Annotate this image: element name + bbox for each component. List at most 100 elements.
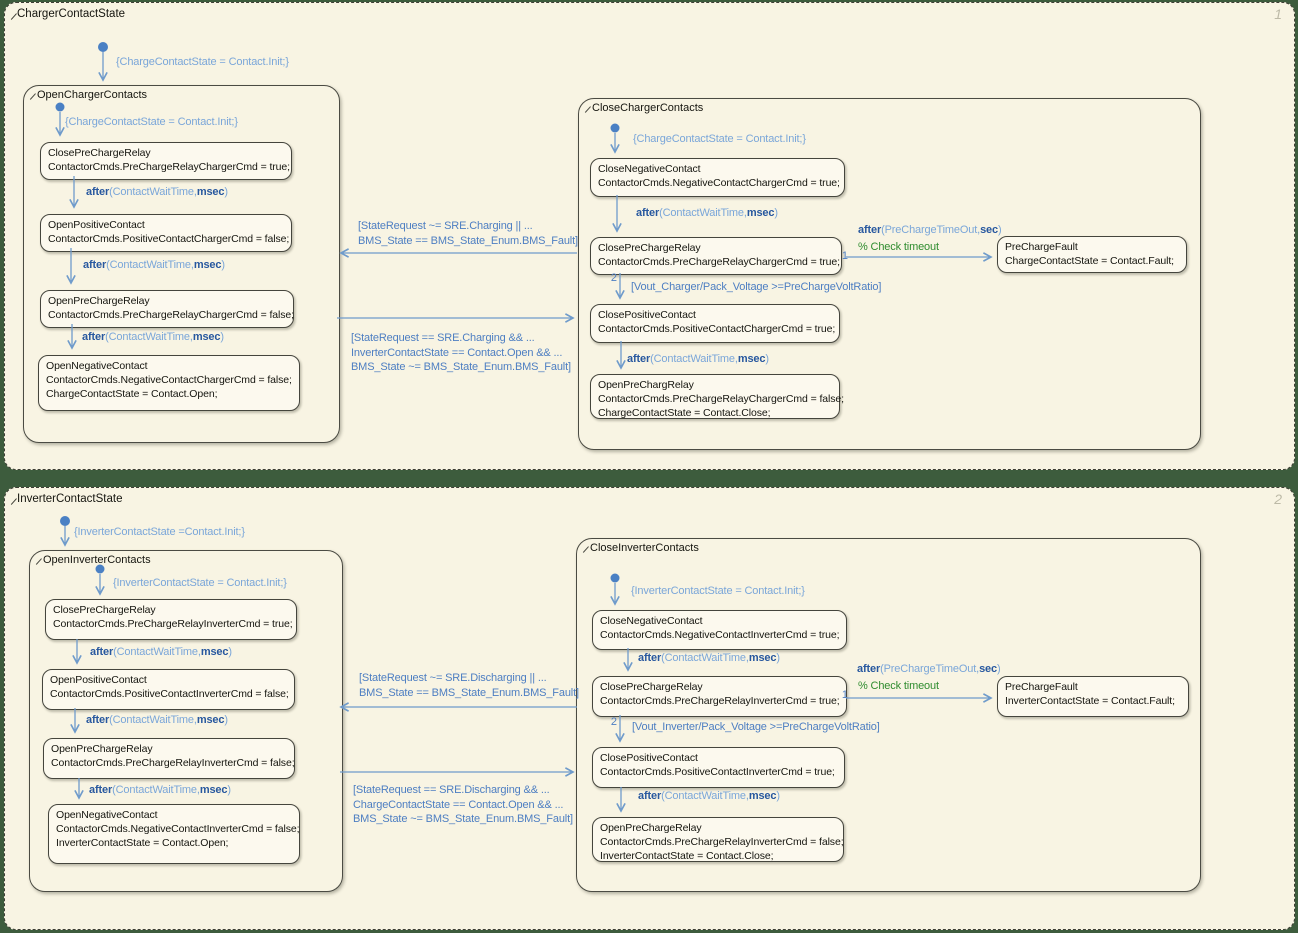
state-close-inverter-contacts[interactable]: CloseInverterContacts CloseNegativeConta… xyxy=(576,538,1201,892)
state-open-negative-contact[interactable]: OpenNegativeContact ContactorCmds.Negati… xyxy=(38,355,300,411)
after-keyword: after xyxy=(86,186,110,198)
state-name: CloseNegativeContact xyxy=(598,163,701,175)
state-open-positive-contact[interactable]: OpenPositiveContact ContactorCmds.Positi… xyxy=(42,669,295,710)
state-code: ContactorCmds.PreChargeRelayInverterCmd … xyxy=(53,618,293,630)
state-close-charger-contacts[interactable]: CloseChargerContacts CloseNegativeContac… xyxy=(578,98,1201,450)
after-timeout-label[interactable]: after(PreChargeTimeOut,sec) xyxy=(857,663,1001,675)
state-open-positive-contact[interactable]: OpenPositiveContact ContactorCmds.Positi… xyxy=(40,214,292,252)
state-name: PreChargeFault xyxy=(1005,241,1078,253)
branch-number-2: 2 xyxy=(610,272,617,284)
inverter-order-badge: 2 xyxy=(1274,491,1282,507)
check-timeout-comment: % Check timeout xyxy=(858,680,939,692)
after-keyword: after xyxy=(636,207,660,219)
state-code: ContactorCmds.NegativeContactChargerCmd … xyxy=(598,177,840,189)
after-wait-label[interactable]: after(ContactWaitTime,msec) xyxy=(636,207,778,219)
after-wait-label[interactable]: after(ContactWaitTime,msec) xyxy=(627,353,769,365)
parallel-state-charger[interactable]: ChargerContactState 1 {ChargeContactStat… xyxy=(4,2,1295,470)
close-charger-init-action-label[interactable]: {ChargeContactState = Contact.Init;} xyxy=(633,133,806,145)
state-open-precharg-relay[interactable]: OpenPreChargRelay ContactorCmds.PreCharg… xyxy=(590,374,844,419)
charger-to-close-condition[interactable]: [StateRequest == SRE.Charging && ... Inv… xyxy=(351,332,571,373)
state-close-precharge-relay[interactable]: ClosePreChargeRelay ContactorCmds.PreCha… xyxy=(45,599,297,640)
state-open-negative-contact[interactable]: OpenNegativeContact ContactorCmds.Negati… xyxy=(48,804,300,864)
branch-number-2: 2 xyxy=(610,716,617,728)
state-precharge-fault[interactable]: PreChargeFault InverterContactState = Co… xyxy=(997,676,1189,717)
state-code: ContactorCmds.PositiveContactChargerCmd … xyxy=(598,323,836,335)
after-wait-label[interactable]: after(ContactWaitTime,msec) xyxy=(89,784,231,796)
state-open-charger-contacts[interactable]: OpenChargerContacts ClosePreChargeRelay … xyxy=(23,85,340,443)
open-charger-init-action-label[interactable]: {ChargeContactState = Contact.Init;} xyxy=(65,116,238,128)
state-name: OpenPositiveContact xyxy=(50,674,147,686)
state-code: ContactorCmds.PreChargeRelayChargerCmd =… xyxy=(48,309,294,321)
state-name: ClosePositiveContact xyxy=(598,309,696,321)
open-inverter-contacts-title: OpenInverterContacts xyxy=(43,554,151,566)
after-wait-label[interactable]: after(ContactWaitTime,msec) xyxy=(82,331,224,343)
state-code: ContactorCmds.PreChargeRelayChargerCmd =… xyxy=(48,161,290,173)
open-inverter-init-action-label[interactable]: {InverterContactState = Contact.Init;} xyxy=(113,577,287,589)
precharge-voltage-condition[interactable]: [Vout_Charger/Pack_Voltage >=PreChargeVo… xyxy=(631,281,882,293)
state-close-negative-contact[interactable]: CloseNegativeContact ContactorCmds.Negat… xyxy=(592,610,847,650)
state-name: OpenPreChargRelay xyxy=(598,379,694,391)
inverter-to-open-condition[interactable]: [StateRequest ~= SRE.Discharging || ... … xyxy=(359,672,579,699)
state-code: ContactorCmds.PreChargeRelayInverterCmd … xyxy=(51,757,295,769)
state-open-precharge-relay[interactable]: OpenPreChargeRelay ContactorCmds.PreChar… xyxy=(592,817,844,862)
state-code: ContactorCmds.NegativeContactInverterCmd… xyxy=(56,823,300,835)
after-wait-label[interactable]: after(ContactWaitTime,msec) xyxy=(638,652,780,664)
state-code: InverterContactState = Contact.Fault; xyxy=(1005,695,1175,707)
state-code: InverterContactState = Contact.Close; xyxy=(600,850,774,862)
state-precharge-fault[interactable]: PreChargeFault ChargeContactState = Cont… xyxy=(997,236,1187,273)
state-code: InverterContactState = Contact.Open; xyxy=(56,837,229,849)
state-name: ClosePreChargeRelay xyxy=(600,681,703,693)
state-code: ContactorCmds.PositiveContactInverterCmd… xyxy=(600,766,835,778)
state-open-precharge-relay[interactable]: OpenPreChargeRelay ContactorCmds.PreChar… xyxy=(43,738,295,779)
state-name: ClosePositiveContact xyxy=(600,752,698,764)
after-keyword: after xyxy=(638,652,662,664)
state-close-positive-contact[interactable]: ClosePositiveContact ContactorCmds.Posit… xyxy=(592,747,845,788)
state-close-negative-contact[interactable]: CloseNegativeContact ContactorCmds.Negat… xyxy=(590,158,845,197)
state-code: ChargeContactState = Contact.Close; xyxy=(598,407,771,419)
check-timeout-comment: % Check timeout xyxy=(858,241,939,253)
after-wait-label[interactable]: after(ContactWaitTime,msec) xyxy=(638,790,780,802)
state-close-precharge-relay[interactable]: ClosePreChargeRelay ContactorCmds.PreCha… xyxy=(590,237,842,275)
after-wait-label[interactable]: after(ContactWaitTime,msec) xyxy=(90,646,232,658)
charger-state-title: ChargerContactState xyxy=(17,8,126,20)
after-wait-label[interactable]: after(ContactWaitTime,msec) xyxy=(83,259,225,271)
after-keyword: after xyxy=(89,784,113,796)
charger-init-action-label[interactable]: {ChargeContactState = Contact.Init;} xyxy=(116,56,289,68)
after-keyword: after xyxy=(638,790,662,802)
state-name: CloseNegativeContact xyxy=(600,615,703,627)
inverter-init-action-label[interactable]: {InverterContactState =Contact.Init;} xyxy=(74,526,245,538)
state-open-precharge-relay[interactable]: OpenPreChargeRelay ContactorCmds.PreChar… xyxy=(40,290,294,328)
state-code: ChargeContactState = Contact.Fault; xyxy=(1005,255,1174,267)
after-timeout-label[interactable]: after(PreChargeTimeOut,sec) xyxy=(858,224,1002,236)
state-name: ClosePreChargeRelay xyxy=(48,147,151,159)
after-keyword: after xyxy=(82,331,106,343)
after-wait-label[interactable]: after(ContactWaitTime,msec) xyxy=(86,714,228,726)
parallel-state-inverter[interactable]: InverterContactState 2 {InverterContactS… xyxy=(4,487,1295,930)
state-code: ContactorCmds.NegativeContactInverterCmd… xyxy=(600,629,840,641)
after-keyword: after xyxy=(627,353,651,365)
state-code: ContactorCmds.PreChargeRelayChargerCmd =… xyxy=(598,393,844,405)
inverter-state-title: InverterContactState xyxy=(17,493,123,505)
close-inverter-contacts-title: CloseInverterContacts xyxy=(590,542,699,554)
state-open-inverter-contacts[interactable]: OpenInverterContacts ClosePreChargeRelay… xyxy=(29,550,343,892)
state-name: OpenNegativeContact xyxy=(56,809,158,821)
state-close-precharge-relay[interactable]: ClosePreChargeRelay ContactorCmds.PreCha… xyxy=(592,676,847,717)
close-inverter-init-action-label[interactable]: {InverterContactState = Contact.Init;} xyxy=(631,585,805,597)
state-close-positive-contact[interactable]: ClosePositiveContact ContactorCmds.Posit… xyxy=(590,304,840,343)
after-keyword: after xyxy=(83,259,107,271)
after-wait-label[interactable]: after(ContactWaitTime,msec) xyxy=(86,186,228,198)
after-keyword: after xyxy=(86,714,110,726)
state-name: OpenPreChargeRelay xyxy=(51,743,153,755)
state-code: ContactorCmds.PositiveContactChargerCmd … xyxy=(48,233,290,245)
branch-number-1: 1 xyxy=(841,250,848,262)
open-charger-contacts-title: OpenChargerContacts xyxy=(37,89,148,101)
precharge-voltage-condition[interactable]: [Vout_Inverter/Pack_Voltage >=PreChargeV… xyxy=(632,721,880,733)
after-keyword: after xyxy=(857,663,881,675)
branch-number-1: 1 xyxy=(841,689,848,701)
state-name: OpenPreChargeRelay xyxy=(600,822,702,834)
charger-order-badge: 1 xyxy=(1274,6,1282,22)
charger-to-open-condition[interactable]: [StateRequest ~= SRE.Charging || ... BMS… xyxy=(358,220,578,247)
state-close-precharge-relay[interactable]: ClosePreChargeRelay ContactorCmds.PreCha… xyxy=(40,142,292,180)
inverter-to-close-condition[interactable]: [StateRequest == SRE.Discharging && ... … xyxy=(353,784,573,825)
state-code: ContactorCmds.PreChargeRelayChargerCmd =… xyxy=(598,256,840,268)
